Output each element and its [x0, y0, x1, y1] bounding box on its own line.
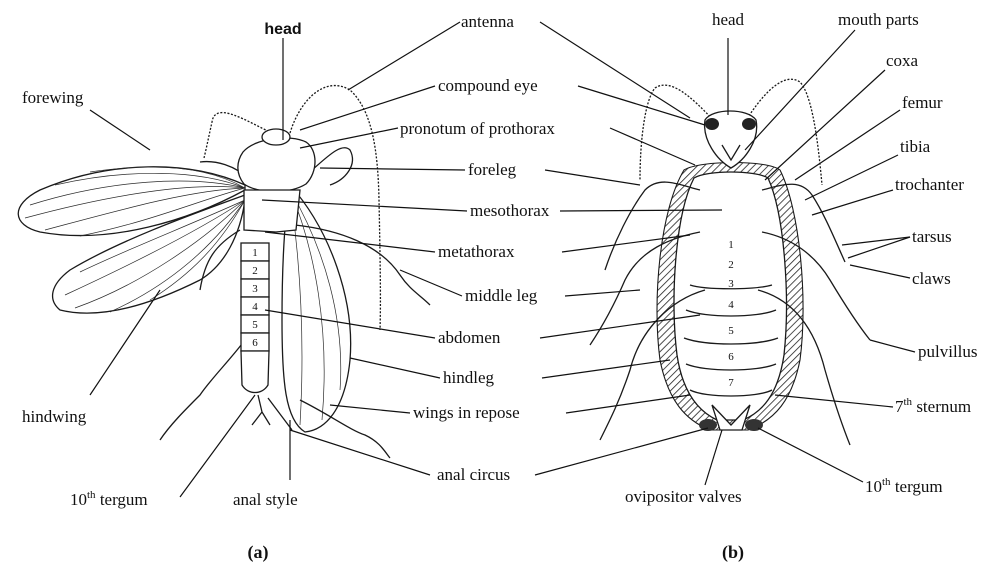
label-middle-leg: middle leg	[465, 286, 538, 305]
label-7th-sternum: 7th sternum	[895, 396, 971, 416]
segment-number: 3	[728, 278, 734, 290]
caption-a: (a)	[248, 542, 269, 563]
compound-eye-left	[705, 118, 719, 130]
label-head-b: head	[712, 10, 745, 29]
abdomen-tail-shape	[241, 351, 269, 393]
segment-number: 4	[728, 299, 734, 311]
abdomen-a: 1 2 3 4 5 6	[241, 243, 269, 393]
label-ovipositor-valves: ovipositor valves	[625, 487, 742, 506]
label-tibia: tibia	[900, 137, 931, 156]
segment-number: 6	[252, 337, 258, 349]
label-compound-eye: compound eye	[438, 76, 538, 95]
label-antenna: antenna	[461, 12, 514, 31]
label-anal-style: anal style	[233, 490, 298, 509]
label-10th-tergum-b: 10th tergum	[865, 476, 943, 496]
segment-number: 1	[252, 247, 258, 259]
segment-number: 6	[728, 351, 734, 363]
segment-number: 4	[252, 301, 258, 313]
label-trochanter: trochanter	[895, 175, 964, 194]
segment-number: 2	[728, 259, 734, 271]
label-femur: femur	[902, 93, 943, 112]
label-abdomen: abdomen	[438, 328, 501, 347]
segment-number: 3	[252, 283, 258, 295]
segment-number: 7	[728, 377, 734, 389]
segment-number: 5	[252, 319, 258, 331]
pronotum-shape	[238, 138, 315, 192]
compound-eye-right	[742, 118, 756, 130]
label-metathorax: metathorax	[438, 242, 515, 261]
label-wings-in-repose: wings in repose	[413, 403, 520, 422]
label-tarsus: tarsus	[912, 227, 952, 246]
head-a-shape	[262, 129, 290, 145]
tail-appendages-a	[252, 395, 292, 430]
label-forewing: forewing	[22, 88, 84, 107]
label-hindwing: hindwing	[22, 407, 87, 426]
label-head-a: head	[264, 21, 301, 38]
segment-number: 1	[728, 239, 734, 251]
figure-a-dorsal-view: 1 2 3 4 5 6	[18, 86, 430, 458]
label-anal-circus: anal circus	[437, 465, 510, 484]
thorax-a-shape	[244, 190, 300, 232]
segment-number: 5	[728, 325, 734, 337]
label-claws: claws	[912, 269, 951, 288]
label-coxa: coxa	[886, 51, 919, 70]
segment-number: 2	[252, 265, 258, 277]
label-mouth-parts: mouth parts	[838, 10, 919, 29]
figure-b-ventral-view: 1 2 3 4 5 6 7	[590, 79, 870, 445]
label-10th-tergum-a: 10th tergum	[70, 489, 148, 509]
label-pronotum: pronotum of prothorax	[400, 119, 555, 138]
caption-b: (b)	[722, 542, 744, 563]
label-pulvillus: pulvillus	[918, 342, 978, 361]
label-mesothorax: mesothorax	[470, 201, 550, 220]
label-foreleg: foreleg	[468, 160, 517, 179]
label-hindleg: hindleg	[443, 368, 494, 387]
